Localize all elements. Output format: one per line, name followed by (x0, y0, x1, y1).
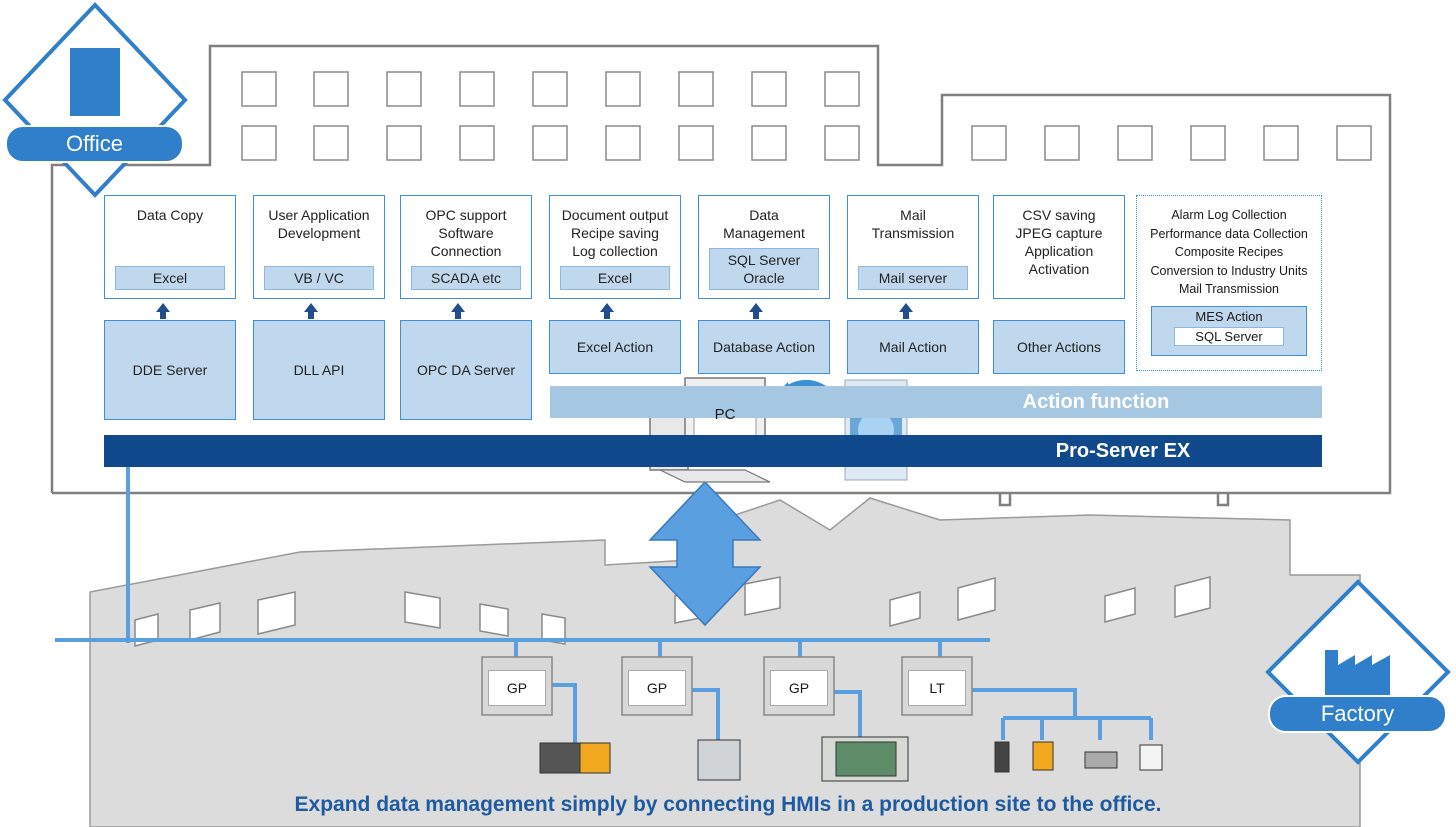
server-box: DDE Server (104, 320, 236, 420)
server-box: Mail Action (847, 320, 979, 374)
mes-sql-tag: SQL Server (1174, 327, 1284, 346)
server-box: Excel Action (549, 320, 681, 374)
app-tag: SQL Server Oracle (709, 248, 819, 290)
server-box: Database Action (698, 320, 830, 374)
plc-devices (539, 736, 1163, 782)
hmi-label: GP (770, 670, 828, 706)
app-text-line: CSV saving (1022, 207, 1096, 223)
double-arrow (648, 480, 762, 627)
app-tag: Excel (115, 266, 225, 290)
hmi-label: LT (908, 670, 966, 706)
app-text-line: Software (438, 225, 494, 241)
app-text-line: Development (277, 225, 361, 241)
app-text-line: Management (723, 225, 805, 241)
mes-line: Mail Transmission (1178, 282, 1280, 296)
mes-action-box: MES Action SQL Server (1151, 306, 1307, 356)
app-text-line: Log collection (572, 243, 658, 259)
app-tag: SCADA etc (411, 266, 521, 290)
app-text-line: Connection (430, 243, 502, 259)
mes-line: Performance data Collection (1150, 226, 1308, 241)
app-tag: VB / VC (264, 266, 374, 290)
pc-label: PC (714, 406, 736, 423)
app-text-line: JPEG capture (1015, 225, 1103, 241)
app-text-line: Transmission (871, 225, 955, 241)
hmi-label: GP (488, 670, 546, 706)
up-arrows (156, 303, 913, 319)
app-text-line: Mail (900, 207, 926, 223)
app-text-line: OPC support (425, 207, 507, 223)
app-text-line: Activation (1028, 261, 1090, 277)
app-text-line: Application (1024, 243, 1094, 259)
factory-windows (134, 576, 1211, 647)
app-text-line: Document output (561, 207, 669, 223)
office-windows (241, 71, 1372, 161)
office-badge: Office (5, 125, 184, 163)
mes-action-label: MES Action (1195, 309, 1263, 324)
mes-line: Composite Recipes (1174, 245, 1284, 259)
app-text-line: Data Copy (136, 207, 204, 223)
pro-server-label: Pro-Server EX (1055, 439, 1191, 462)
mes-box: Alarm Log Collection Performance data Co… (1136, 195, 1322, 371)
pro-server-band: Pro-Server EX (104, 435, 1322, 467)
mes-line: Conversion to Industry Units (1150, 263, 1308, 278)
mes-line: Alarm Log Collection (1171, 208, 1287, 222)
app-text-line: User Application (268, 207, 370, 223)
hmi-label: GP (628, 670, 686, 706)
factory-badge: Factory (1268, 695, 1447, 733)
server-box: OPC DA Server (400, 320, 532, 420)
app-text-line: Recipe saving (571, 225, 659, 241)
app-tag: Mail server (858, 266, 968, 290)
app-tag: Excel (560, 266, 670, 290)
server-box: DLL API (253, 320, 385, 420)
caption: Expand data management simply by connect… (294, 793, 1162, 816)
server-box: Other Actions (993, 320, 1125, 374)
app-text-line: Data (749, 207, 779, 223)
action-function-label: Action function (1022, 390, 1170, 413)
action-function-band: Action function (550, 386, 1322, 418)
